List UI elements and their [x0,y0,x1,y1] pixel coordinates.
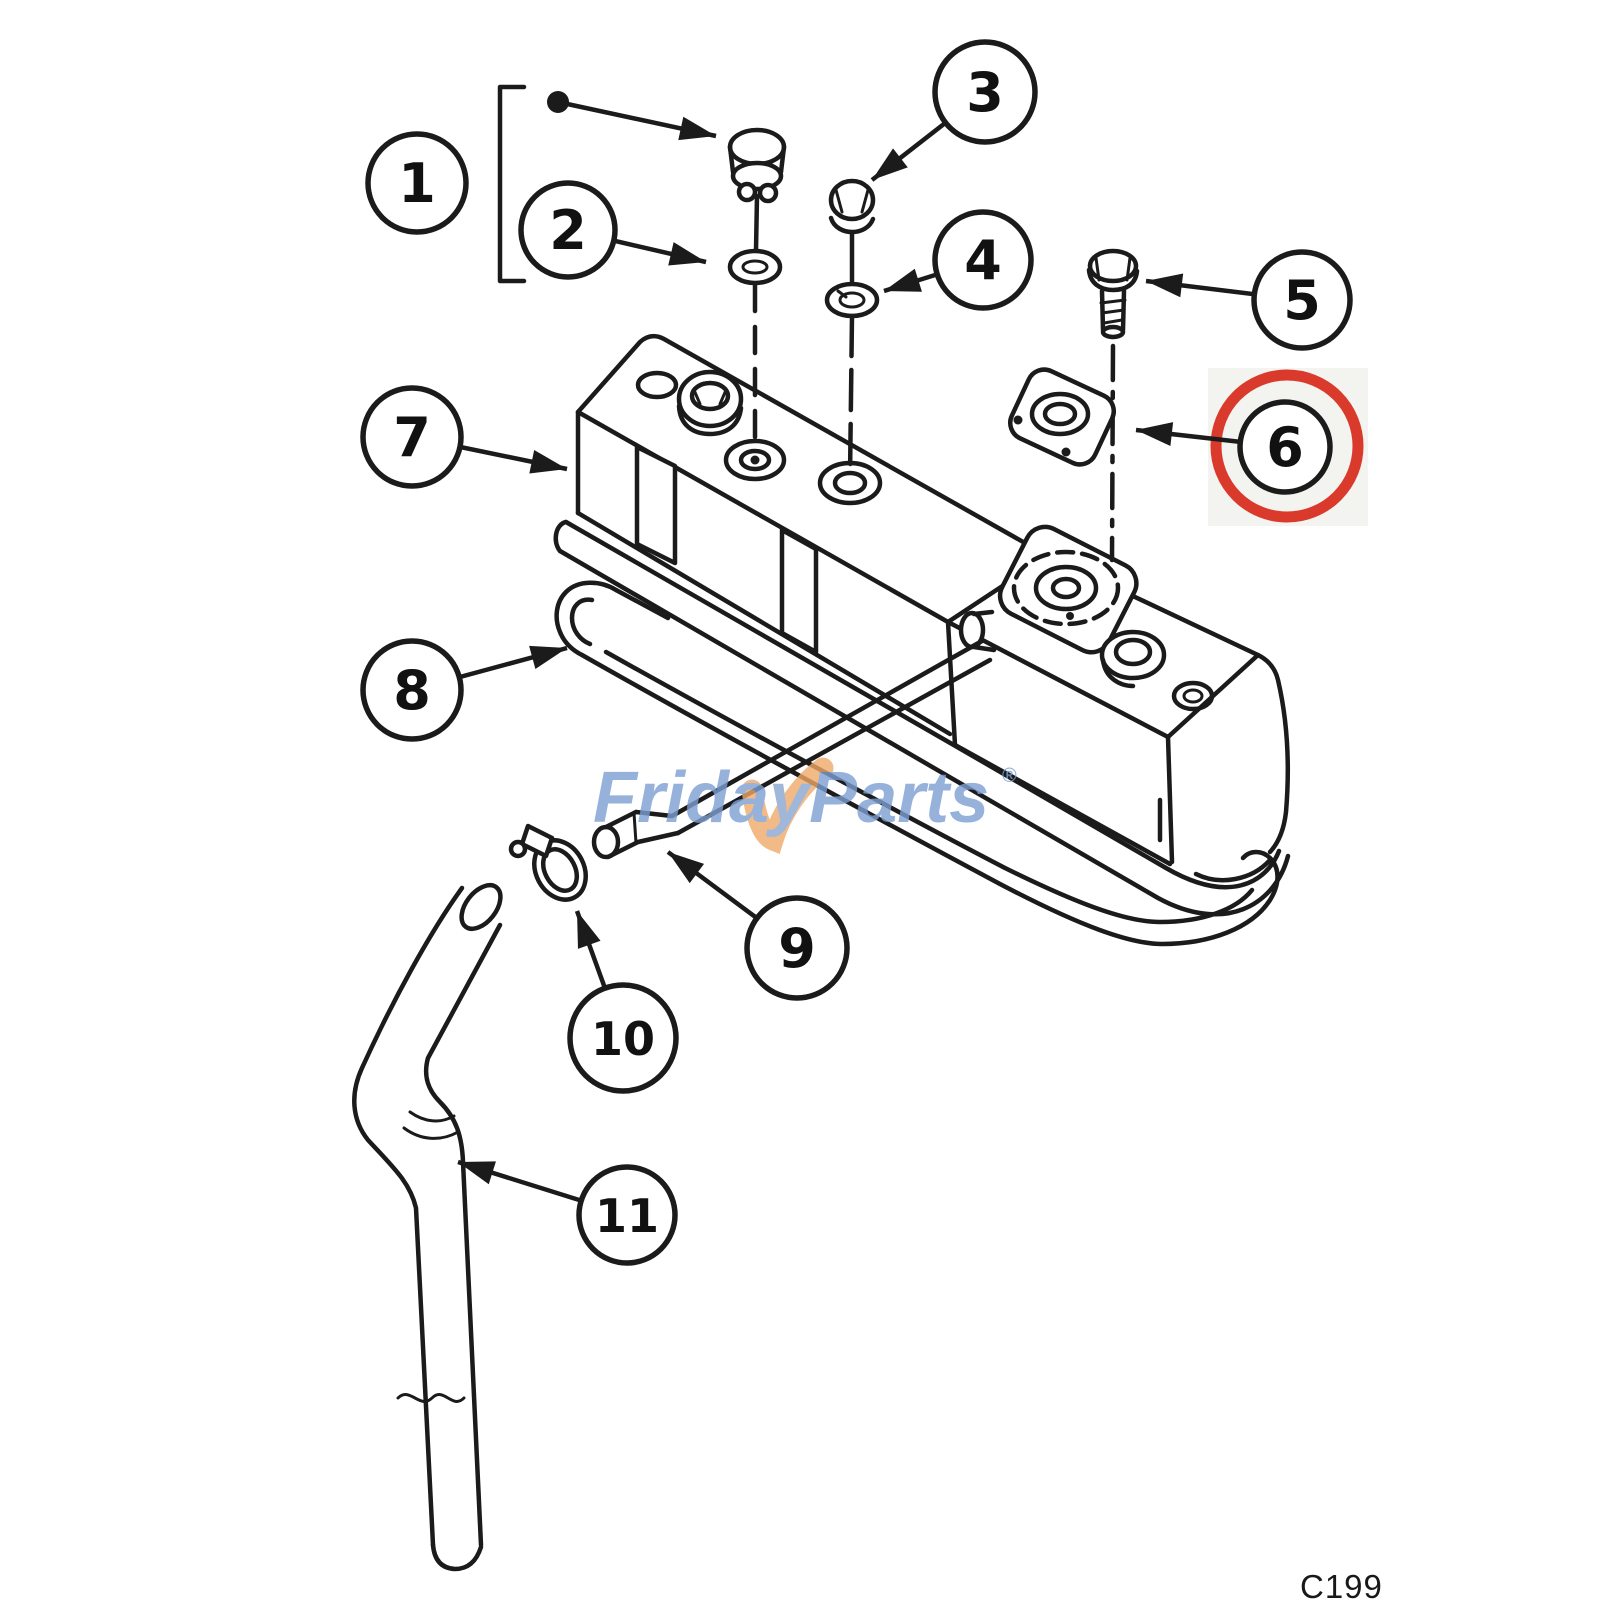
valve-cover-drawing [553,333,1291,917]
callout-circle-6 [1237,399,1333,495]
cover-oval-hole [635,370,679,400]
callout-3: 3 [932,39,1038,145]
callout-label-9: 9 [778,917,816,980]
cover-rib-1 [634,444,678,566]
watermark-brand: FridayParts [593,758,989,838]
callout-circle-7 [360,385,464,489]
callout-4: 4 [932,209,1034,311]
hose-crimp-mark [396,1393,466,1403]
callout-circle-2 [518,180,618,280]
part-washer [824,281,880,480]
callout-5: 5 [1251,249,1353,351]
watermark-check-icon [741,757,834,854]
callout-label-8: 8 [393,659,431,722]
cover-grommet-b [817,460,883,506]
callout-7: 7 [360,385,464,489]
part-o-ring [727,248,783,447]
callout-label-6: 6 [1266,416,1304,479]
callout-label-1: 1 [398,152,436,215]
callout-label-5: 5 [1283,269,1321,332]
callout-label-11: 11 [595,1189,659,1243]
part-breather-bolt [1086,248,1140,563]
leader-1 [557,99,717,141]
callout-circle-10 [567,982,679,1094]
part-pipe-fitting [591,809,681,860]
figure-code: C199 [1300,1568,1383,1600]
callout-circle-3 [932,39,1038,145]
callout-label-3: 3 [966,61,1004,124]
callout-6-highlighted: 6 [1237,399,1333,495]
highlight-ring [1210,369,1364,523]
part-breather-hose [352,882,503,1572]
group-bracket [497,84,527,284]
callout-circle-1 [365,131,469,235]
watermark-brand-y: y [766,758,813,838]
callout-circle-9 [744,895,850,1001]
callout-label-2: 2 [549,199,587,262]
part-nut [828,178,876,286]
watermark-brand-suffix: Parts [809,758,989,838]
callout-8: 8 [360,638,464,742]
breather-pipe [669,638,993,836]
callout-circle-4 [932,209,1034,311]
part-cap-nut [727,127,787,253]
callout-circle-11 [576,1164,678,1266]
callout-label-4: 4 [964,229,1002,292]
callout-label-7: 7 [393,406,431,469]
cover-filler-cap [676,369,744,437]
gasket-drawing [554,580,1280,947]
callout-2: 2 [518,180,618,280]
callout-9: 9 [744,895,850,1001]
watermark-registered-mark: ® [1002,765,1017,787]
cover-rib-2 [779,527,819,655]
cover-outline [575,333,1291,855]
callout-circle-5 [1251,249,1353,351]
part-breather-plate [1008,367,1116,467]
callout-label-10: 10 [591,1012,655,1066]
callout-1: 1 [365,131,469,235]
callout-circle-8 [360,638,464,742]
cover-breather-assembly [997,524,1139,655]
cover-grommet-a [723,438,787,482]
cover-front-bottom-edge [575,510,953,737]
cover-small-boss [1171,680,1215,712]
cover-block-right-edge [1165,734,1175,865]
watermark-brand-prefix: Frida [593,758,769,838]
callout-10: 10 [567,982,679,1094]
callout-11: 11 [576,1164,678,1266]
cover-oil-cap [1099,629,1167,689]
part-hose-clamp [508,823,588,902]
watermark: FridayParts ® [593,757,1017,854]
